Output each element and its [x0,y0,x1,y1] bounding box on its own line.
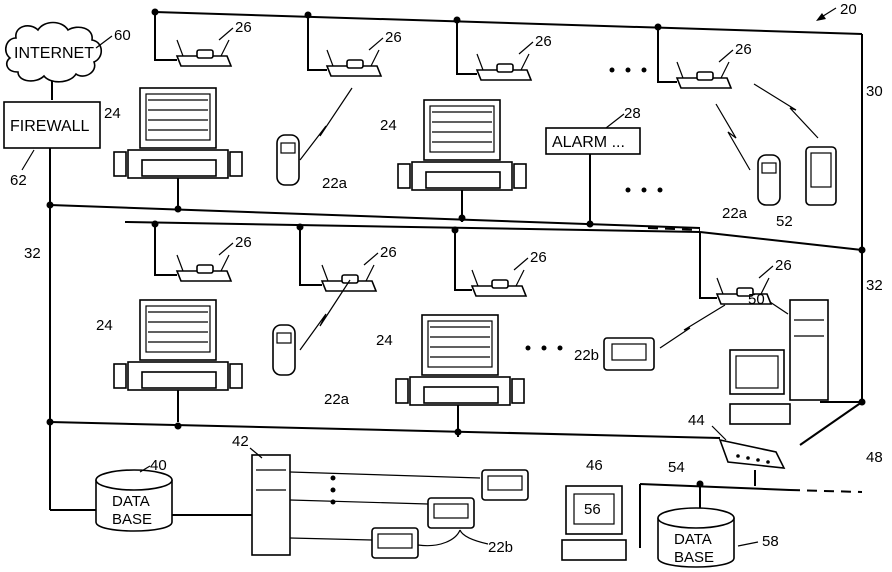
workstation-56: 56 [562,486,626,560]
patient-monitor [398,100,526,222]
access-point: 26 [457,20,552,80]
access-point: 26 [700,232,792,304]
ref-monitor-3: 24 [96,317,113,334]
ref-firewall: 62 [10,172,27,189]
ref-access-point: 26 [535,33,552,50]
server-42: 42 [232,433,480,555]
ref-access-point: 26 [235,234,252,251]
ref-database-40: 40 [150,457,167,474]
patient-monitor [396,315,524,437]
ref-access-point: 26 [530,249,547,266]
figure-ref: 20 [840,1,857,18]
ref-pda: 52 [776,213,793,230]
database-40: DATA BASE 40 [96,457,172,531]
internet-cloud: INTERNET 60 [6,23,131,82]
ref-access-point: 26 [775,257,792,274]
access-point: 26 [300,227,397,291]
database-58-line1: DATA [674,531,712,548]
database-58-line2: BASE [674,549,714,566]
display-56: 56 [584,501,601,518]
ref-telemetry-3: 22a [722,205,748,222]
firewall-box: FIREWALL 62 [4,102,100,205]
ref-database-58: 58 [762,533,779,550]
patient-monitor [114,88,242,210]
ref-telemetry-1: 22a [322,175,348,192]
ref-monitor-1: 24 [104,105,121,122]
ref-server-50: 50 [748,291,765,308]
ref-telemetry-b: 22b [574,347,599,364]
ref-hub: 44 [688,412,705,429]
ref-network-32-right: 32 [866,277,883,294]
ref-server-42: 42 [232,433,249,450]
ref-monitor-2: 24 [380,117,397,134]
internet-label: INTERNET [14,45,94,62]
ref-monitor-4: 24 [376,332,393,349]
patient-monitors [114,88,526,437]
ref-network-32-left: 32 [24,245,41,262]
ref-access-point: 26 [385,29,402,46]
database-58: DATA BASE 58 [658,508,779,567]
ref-access-point: 26 [735,41,752,58]
ref-telemetry-b-bottom: 22b [488,539,513,556]
access-point: 26 [308,15,402,76]
ref-internet: 60 [114,27,131,44]
telemetry-b-units: 22b [372,470,528,558]
access-point: 26 [155,224,252,281]
ref-access-point: 26 [235,19,252,36]
ref-network-48: 48 [866,449,883,466]
firewall-label: FIREWALL [10,118,90,135]
ref-telemetry-2: 22a [324,391,350,408]
access-point: 26 [658,27,752,88]
database-40-line2: BASE [112,511,152,528]
ref-access-point: 26 [380,244,397,261]
access-point: 26 [155,12,252,66]
alarm-label: ALARM ... [552,134,625,151]
figure-number: 20 [816,1,857,21]
access-point: 26 [455,230,547,296]
alarm-display: ALARM ... 28 [546,105,641,224]
ref-link-46: 46 [586,457,603,474]
ref-alarm: 28 [624,105,641,122]
ref-network-30: 30 [866,83,883,100]
patient-monitor [114,300,242,422]
database-40-line1: DATA [112,493,150,510]
ref-link-54: 54 [668,459,685,476]
server-workstation: 50 [730,291,828,424]
